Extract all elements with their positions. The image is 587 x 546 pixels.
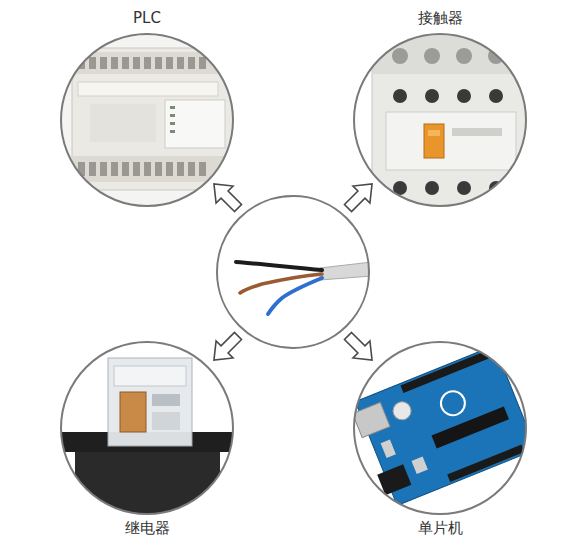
plc-picture [55,30,245,210]
contactor-picture [350,30,532,210]
hollow-arrow [205,175,380,368]
node-label: PLC [130,8,164,28]
node-label: 单片机 [415,518,466,538]
node-label: 继电器 [122,518,173,538]
spacer [147,28,148,204]
circle-outline [61,34,526,514]
picture-circle-node: 接触器 [354,8,526,204]
relay-picture [55,340,245,522]
spacer [147,342,148,518]
picture-circle-node: 继电器 [61,342,233,538]
spacer [440,28,441,204]
node-label: 接触器 [415,8,466,28]
spacer [440,342,441,518]
cable-picture [215,195,375,355]
picture-circle-node: PLC [61,8,233,204]
picture-circle-node: 单片机 [354,342,526,538]
mcu-board-picture [349,340,537,520]
